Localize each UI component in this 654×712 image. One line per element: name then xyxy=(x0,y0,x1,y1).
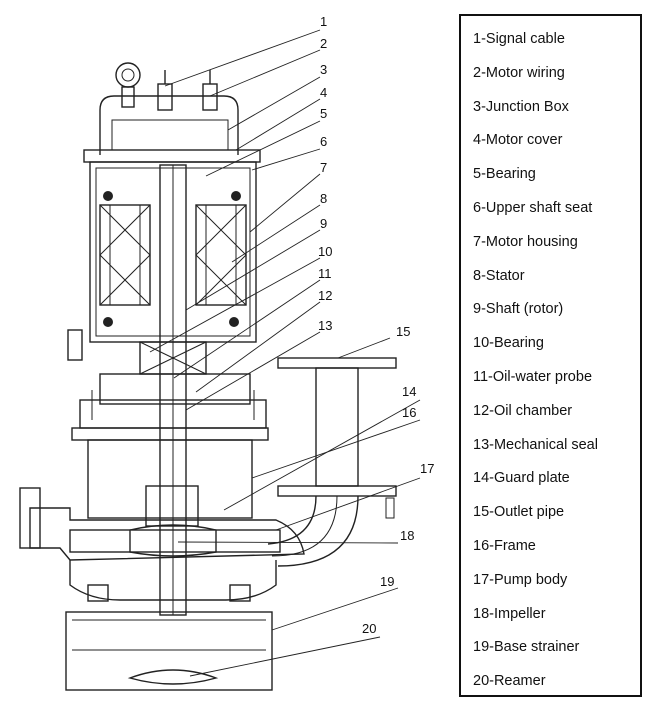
callout-14: 14 xyxy=(402,384,416,399)
legend-item: 12-Oil chamber xyxy=(473,402,573,419)
frame xyxy=(71,427,269,441)
bearing-ball xyxy=(103,191,113,201)
lifting-eye xyxy=(115,62,141,108)
callout-1: 1 xyxy=(320,14,327,29)
callout-17: 17 xyxy=(420,461,434,476)
bearing-ball xyxy=(229,317,239,327)
callout-9: 9 xyxy=(320,216,327,231)
callout-12: 12 xyxy=(318,288,332,303)
oil-chamber xyxy=(99,373,251,405)
legend-item: 9-Shaft (rotor) xyxy=(473,301,564,318)
legend-item: 5-Bearing xyxy=(473,166,536,183)
outlet-pipe xyxy=(267,357,397,567)
callout-20: 20 xyxy=(362,621,376,636)
bearing-ball xyxy=(103,317,113,327)
callout-10: 10 xyxy=(318,244,332,259)
callout-4: 4 xyxy=(320,85,327,100)
callout-7: 7 xyxy=(320,160,327,175)
callout-16: 16 xyxy=(402,405,416,420)
legend-item: 18-Impeller xyxy=(473,605,546,622)
legend-item: 14-Guard plate xyxy=(473,470,570,487)
legend-item: 13-Mechanical seal xyxy=(473,436,598,453)
legend-item: 6-Upper shaft seat xyxy=(473,199,593,216)
junction-box-outline xyxy=(99,95,239,155)
base-strainer xyxy=(65,611,273,691)
callout-6: 6 xyxy=(320,134,327,149)
legend-item: 8-Stator xyxy=(473,267,525,284)
legend-item: 16-Frame xyxy=(473,537,536,554)
callout-2: 2 xyxy=(320,36,327,51)
legend-box: 1-Signal cable 2-Motor wiring 3-Junction… xyxy=(459,14,642,697)
legend-item: 17-Pump body xyxy=(473,571,568,588)
legend-item: 20-Reamer xyxy=(473,673,546,690)
legend-item: 11-Oil-water probe xyxy=(473,368,593,385)
reamer xyxy=(127,669,219,685)
legend-item: 19-Base strainer xyxy=(473,639,580,656)
legend-item: 7-Motor housing xyxy=(473,233,578,250)
callout-3: 3 xyxy=(320,62,327,77)
legend-list: 1-Signal cable 2-Motor wiring 3-Junction… xyxy=(473,26,598,702)
callout-numbers: 1 2 3 4 5 6 7 8 9 10 11 12 13 14 15 16 1… xyxy=(318,14,434,636)
legend-item: 3-Junction Box xyxy=(473,98,569,115)
legend-item: 4-Motor cover xyxy=(473,132,563,149)
motor-cover xyxy=(83,149,261,163)
legend-item: 2-Motor wiring xyxy=(473,64,565,81)
callout-15: 15 xyxy=(396,324,410,339)
callout-5: 5 xyxy=(320,106,327,121)
callout-13: 13 xyxy=(318,318,332,333)
pump-cross-section-drawing: 1 2 3 4 5 6 7 8 9 10 11 12 13 14 15 16 1… xyxy=(19,14,434,691)
impeller xyxy=(129,524,217,557)
legend-item: 1-Signal cable xyxy=(473,31,565,47)
cable-glands xyxy=(157,70,218,111)
callout-19: 19 xyxy=(380,574,394,589)
legend-item: 10-Bearing xyxy=(473,335,544,352)
stator xyxy=(99,204,247,306)
legend-item: 15-Outlet pipe xyxy=(473,504,565,521)
callout-8: 8 xyxy=(320,191,327,206)
callout-11: 11 xyxy=(318,266,332,281)
callout-18: 18 xyxy=(400,528,414,543)
bearing-ball xyxy=(231,191,241,201)
leader-lines xyxy=(149,29,421,677)
